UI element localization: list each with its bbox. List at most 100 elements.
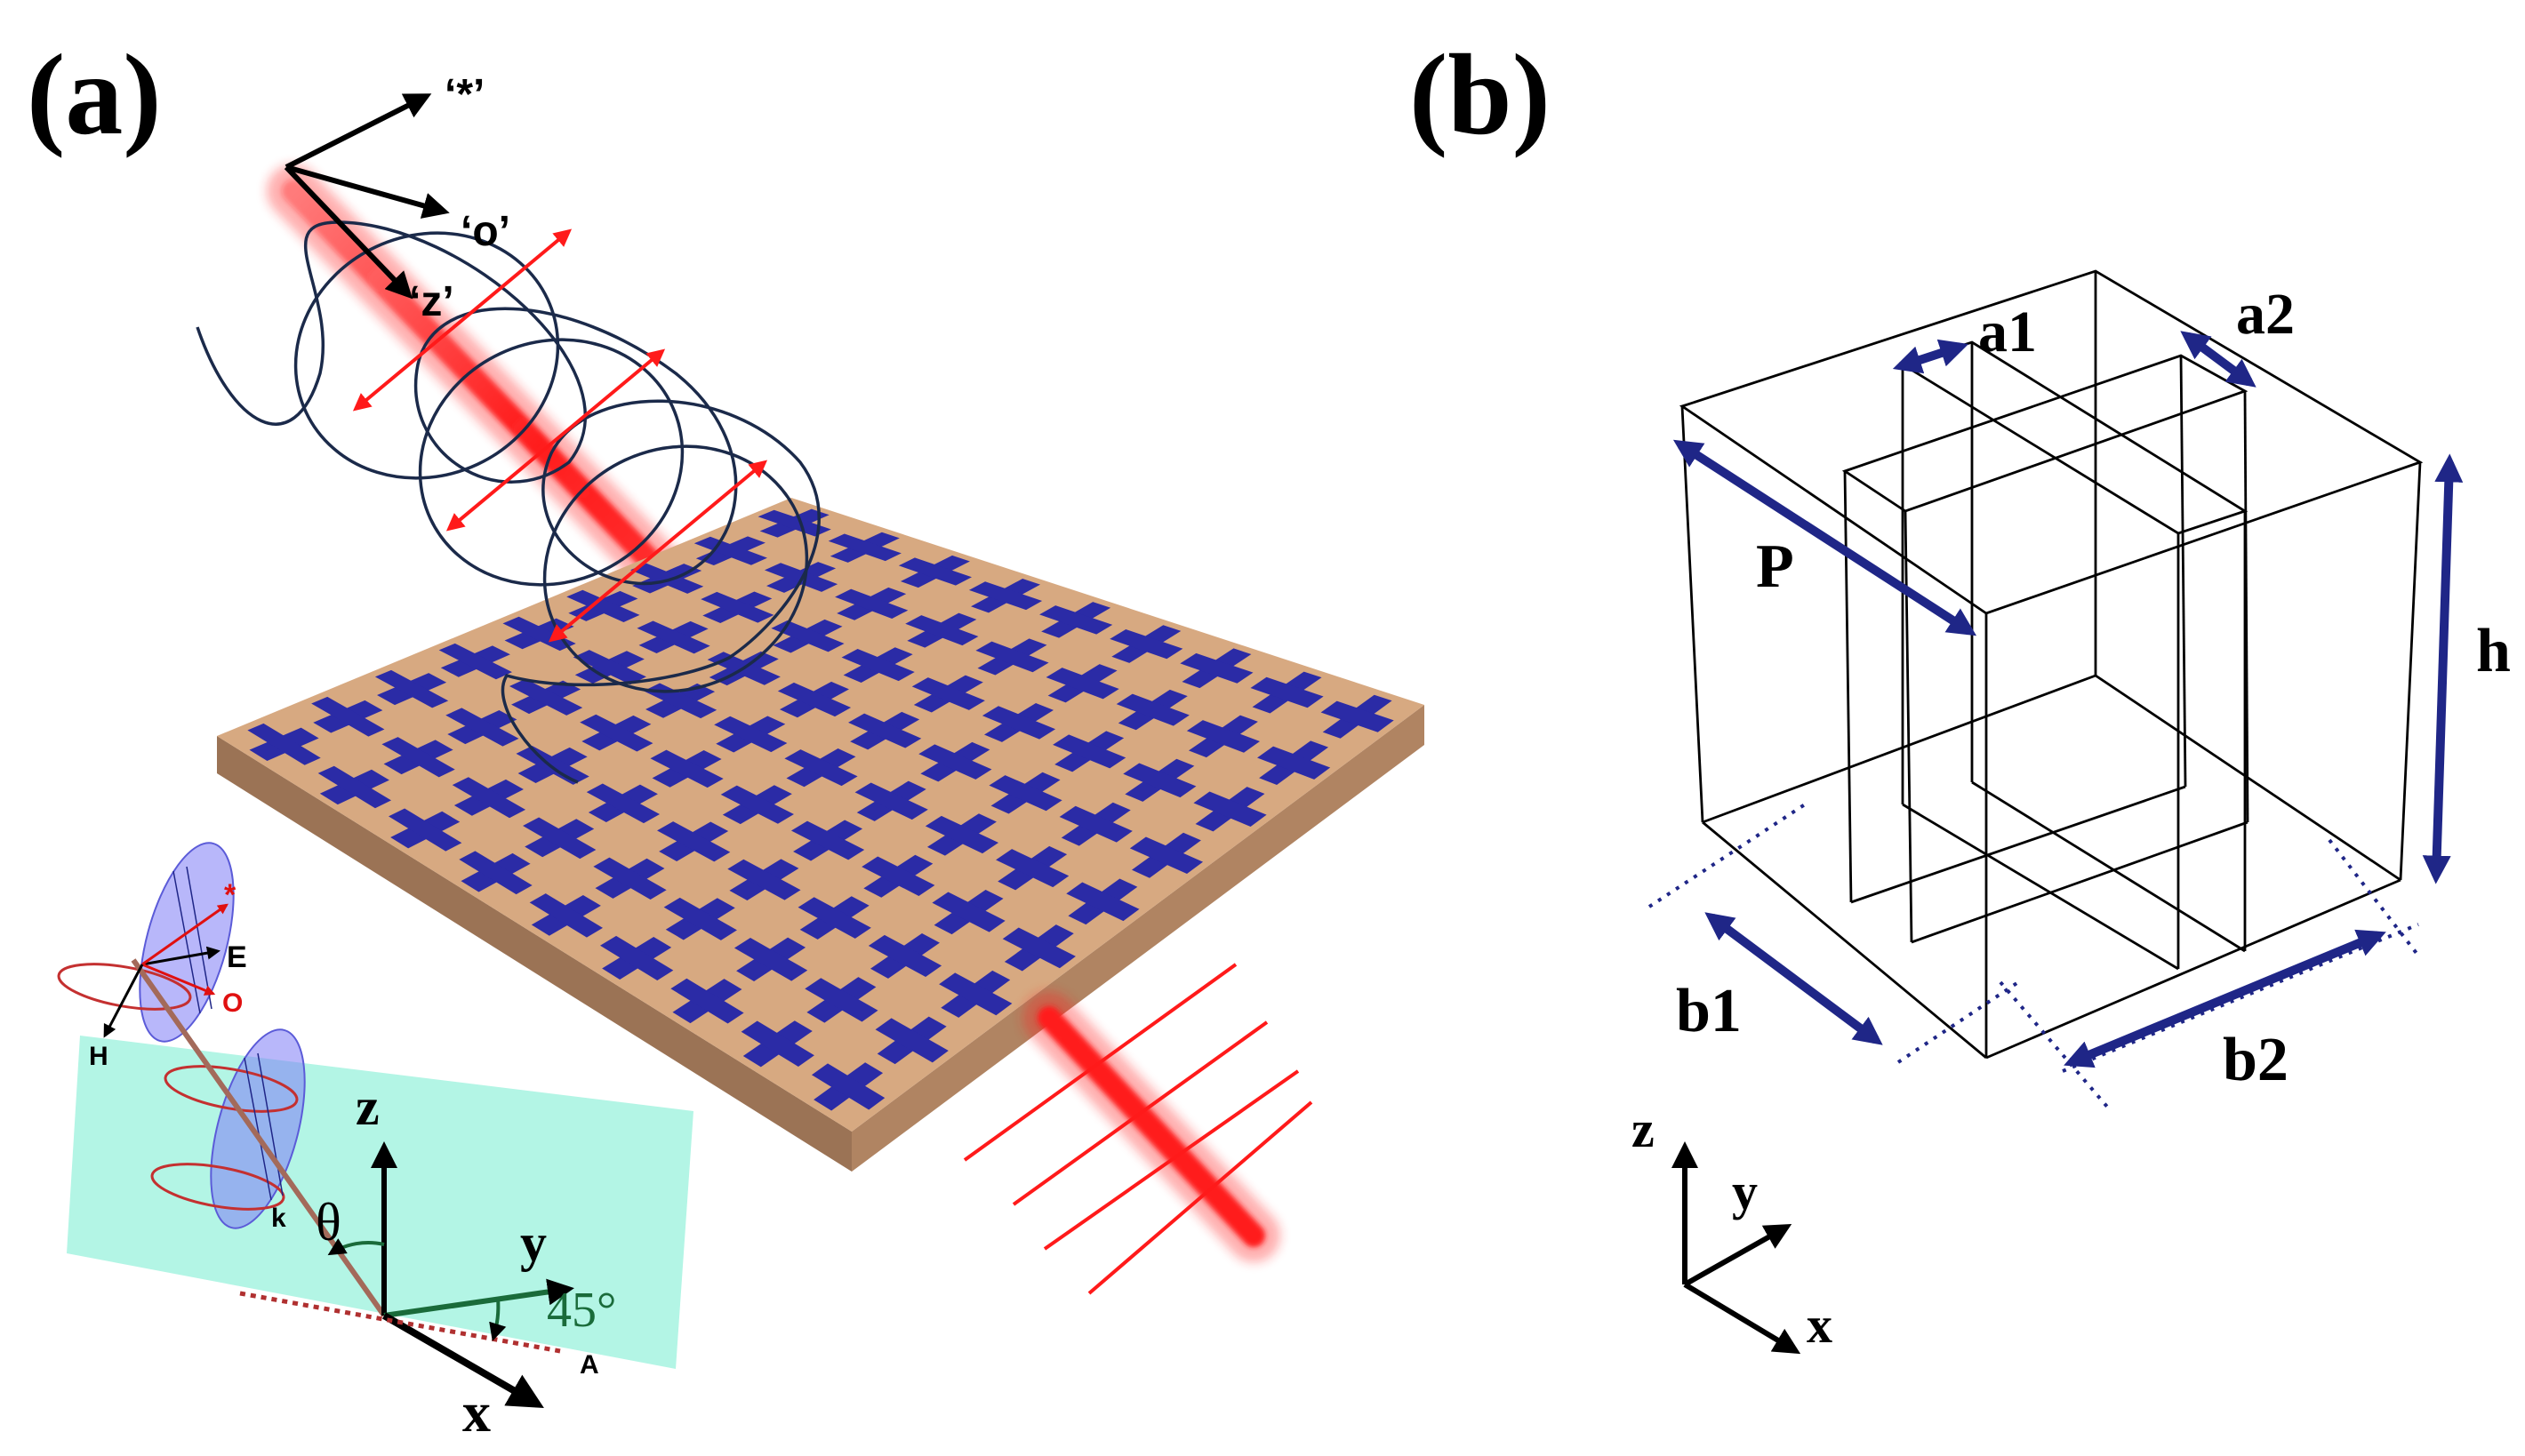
- dim-a1-label: a1: [1978, 300, 2037, 364]
- cross-bar-vertical: [1129, 836, 1204, 875]
- cross-bar-vertical: [784, 749, 858, 787]
- cross-bar-vertical: [868, 934, 942, 978]
- cross-bar-vertical: [1320, 700, 1394, 732]
- dim-h-arrow: [2422, 453, 2464, 884]
- cross-bar-vertical: [771, 620, 845, 652]
- theta-label: θ: [316, 1193, 341, 1252]
- cross-bar-vertical: [733, 938, 808, 981]
- cross-bar-vertical: [720, 785, 794, 824]
- cross-bar-vertical: [741, 1020, 814, 1067]
- cross-bar-vertical: [1002, 927, 1076, 969]
- cross-bar-vertical: [828, 533, 902, 562]
- dim-a2-label: a2: [2236, 282, 2295, 347]
- field-hatching: [172, 866, 284, 1201]
- axis-label-z: ‘z’: [409, 278, 454, 325]
- axis-label-o: ‘o’: [461, 208, 510, 255]
- cross-bar-vertical: [727, 859, 801, 900]
- panel-b-label: (b): [1409, 31, 1551, 159]
- incidence-inset: E O * H k θ z y x 45° A: [57, 842, 693, 1444]
- dim-b1-label: b1: [1676, 977, 1742, 1045]
- h-label: H: [89, 1042, 108, 1071]
- panel-a-label: (a): [27, 31, 162, 159]
- cross-bar-vertical: [580, 714, 653, 752]
- dim-a2-arrow: [2180, 331, 2256, 388]
- dim-p-arrow: [1672, 439, 1977, 636]
- beam-axes-triad: [284, 93, 450, 300]
- axes-triad-b: [1671, 1141, 1801, 1355]
- star-label: *: [224, 878, 236, 912]
- cross-bar-vertical: [798, 897, 871, 939]
- e-field-arrows: [352, 228, 768, 643]
- cross-bar-vertical: [445, 708, 519, 747]
- cross-bar-vertical: [600, 935, 674, 981]
- cross-bar-vertical: [381, 737, 455, 778]
- cross-bar-vertical: [905, 615, 979, 646]
- dim-p-label: P: [1756, 532, 1794, 601]
- cross-bar-vertical: [593, 857, 667, 900]
- cross-bar-vertical: [911, 677, 985, 710]
- cross-bar-vertical: [523, 817, 597, 860]
- cross-bar-vertical: [1193, 791, 1267, 827]
- cross-bar-vertical: [996, 849, 1070, 888]
- angle-arc: [489, 1297, 507, 1341]
- cross-bar-vertical: [573, 650, 646, 685]
- cross-bar-vertical: [1046, 668, 1119, 700]
- cross-bar-vertical: [1110, 629, 1183, 660]
- inset-a-label: A: [580, 1350, 599, 1380]
- slab-front-face: [852, 705, 1424, 1172]
- cross-bar-vertical: [1180, 652, 1254, 684]
- cross-bar-vertical: [982, 706, 1056, 740]
- cross-bar-vertical: [1123, 763, 1197, 798]
- dimension-arrows: [1672, 331, 2464, 1068]
- cross-bar-vertical: [932, 892, 1006, 932]
- cross-bar-vertical: [1066, 882, 1140, 922]
- cross-bar-vertical: [459, 851, 533, 895]
- dim-b2-label: b2: [2223, 1026, 2289, 1094]
- cross-bar-vertical: [452, 777, 526, 819]
- o-arrow: [141, 963, 216, 996]
- cross-bar-vertical: [862, 856, 935, 896]
- cross-bar-vertical: [848, 713, 922, 748]
- cross-bar-vertical: [939, 972, 1013, 1016]
- cross-bar-vertical: [586, 783, 661, 824]
- e-arrow: [141, 946, 220, 966]
- panel-b: (b): [1409, 31, 2511, 1355]
- inset-y-label: y: [520, 1213, 547, 1272]
- cross-bar-vertical: [317, 765, 392, 809]
- transmitted-beam: [1022, 991, 1280, 1262]
- unit-cell-wireframe: [1679, 269, 2424, 1060]
- dim-b2-arrow: [2064, 929, 2386, 1068]
- dim-b1-arrow: [1704, 912, 1883, 1045]
- k-label: k: [271, 1204, 286, 1233]
- cross-bar-vertical: [805, 978, 878, 1022]
- a-line: [239, 1291, 561, 1354]
- axis-label-star: ‘*’: [445, 71, 485, 118]
- cross-bar-vertical: [389, 808, 462, 852]
- cross-bar-vertical: [247, 723, 321, 765]
- inset-z-label: z: [356, 1077, 380, 1136]
- star-arrow: [141, 903, 228, 966]
- cross-bar-vertical: [1116, 693, 1190, 726]
- cross-bar-vertical: [663, 897, 737, 940]
- cross-bar-vertical: [898, 557, 972, 586]
- y-axis: [383, 1278, 574, 1318]
- cross-bar-vertical: [657, 821, 731, 862]
- dim-a1-arrow: [1892, 339, 1969, 374]
- h-arrow: [103, 964, 144, 1038]
- x-axis: [381, 1312, 544, 1409]
- wavefronts: [963, 963, 1313, 1295]
- h-field-ellipse-2: [164, 1065, 299, 1113]
- b-z-label: z: [1631, 1100, 1655, 1158]
- k-vector: [131, 958, 387, 1317]
- e-label: E: [227, 940, 247, 974]
- slab-side-face: [217, 736, 852, 1172]
- cross-bar-vertical: [1186, 720, 1261, 753]
- angle-label: 45°: [547, 1283, 616, 1338]
- cross-bar-vertical: [438, 643, 512, 680]
- inset-x-label: x: [462, 1380, 491, 1444]
- panel-a: (a) ‘*’ ‘o’ ‘z: [27, 31, 1424, 1444]
- cross-bar-vertical: [790, 820, 865, 860]
- cross-bar-vertical: [925, 815, 999, 854]
- polarization-helix: [196, 220, 821, 784]
